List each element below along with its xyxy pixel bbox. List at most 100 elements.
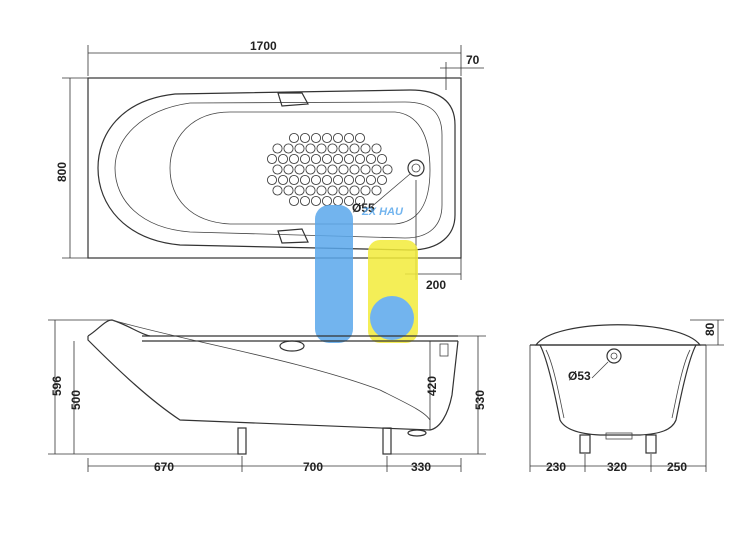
end-dim-right-label: 250 <box>667 460 687 474</box>
anti-slip-dot <box>294 143 305 154</box>
drain-outer <box>407 159 425 177</box>
anti-slip-dot <box>371 185 382 196</box>
end-rim-dome <box>534 324 702 346</box>
end-body-outline <box>539 344 697 436</box>
anti-slip-dot <box>376 174 388 186</box>
end-dim-left-label: 230 <box>546 460 566 474</box>
anti-slip-dot <box>321 153 333 165</box>
anti-slip-dot <box>349 185 360 196</box>
dim-rim-height-label: 80 <box>703 322 717 336</box>
anti-slip-dot <box>288 174 300 186</box>
anti-slip-dot <box>332 195 344 207</box>
anti-slip-dot <box>376 153 388 165</box>
tub-outer-rim <box>87 77 462 259</box>
dim-rim-offset-label: 70 <box>466 53 480 67</box>
side-leg-right <box>382 427 392 455</box>
anti-slip-dot <box>272 185 283 196</box>
side-leg-left <box>237 427 247 455</box>
anti-slip-dot <box>321 132 333 144</box>
end-leg-right <box>645 434 657 454</box>
side-view: 596 500 420 530 670 700 330 <box>48 319 487 474</box>
dim-drain-offset-label: 200 <box>426 278 446 292</box>
anti-slip-dot <box>305 143 316 154</box>
anti-slip-dot <box>277 153 289 165</box>
dim-leg-spacing-label: 700 <box>303 460 323 474</box>
anti-slip-dot <box>321 174 333 186</box>
end-body-inner-right <box>671 349 691 419</box>
anti-slip-dot <box>332 153 344 165</box>
end-view: Ø53 80 230 320 250 <box>529 319 724 474</box>
logo-text: ZX HAU <box>361 206 404 218</box>
anti-slip-dot <box>343 174 355 186</box>
anti-slip-dot <box>371 143 382 154</box>
anti-slip-dot <box>338 185 349 196</box>
anti-slip-dot <box>283 185 294 196</box>
anti-slip-dot <box>266 174 278 186</box>
side-overflow <box>279 340 305 352</box>
top-handle <box>277 92 309 107</box>
anti-slip-dot <box>343 132 355 144</box>
anti-slip-dot <box>277 174 289 186</box>
end-overflow-outer <box>606 348 622 364</box>
tub-inner-basin <box>97 89 456 251</box>
anti-slip-dot <box>283 143 294 154</box>
anti-slip-dot <box>365 153 377 165</box>
logo-blue-bar <box>315 205 353 343</box>
bottom-handle <box>277 228 309 244</box>
anti-slip-dot <box>299 132 311 144</box>
anti-slip-dot <box>327 185 338 196</box>
anti-slip-dot <box>332 132 344 144</box>
anti-slip-dot <box>321 195 333 207</box>
end-drain-fitting <box>605 432 633 440</box>
anti-slip-dot <box>272 143 283 154</box>
anti-slip-dot <box>294 164 305 175</box>
anti-slip-dot <box>310 195 322 207</box>
anti-slip-dot <box>354 153 366 165</box>
anti-slip-dot <box>338 164 349 175</box>
dim-width-label: 800 <box>55 162 69 182</box>
anti-slip-dot <box>310 174 322 186</box>
anti-slip-dot <box>294 185 305 196</box>
anti-slip-dot <box>299 153 311 165</box>
anti-slip-dot <box>360 164 371 175</box>
side-drain <box>407 429 427 437</box>
side-end-fitting <box>439 343 449 357</box>
dim-end-offset-label: 330 <box>411 460 431 474</box>
anti-slip-dot <box>305 164 316 175</box>
anti-slip-dot <box>343 153 355 165</box>
anti-slip-dot <box>327 143 338 154</box>
dim-right-height-label: 530 <box>473 390 487 410</box>
anti-slip-dot <box>360 185 371 196</box>
anti-slip-dot <box>349 164 360 175</box>
dim-total-height-label: 596 <box>50 376 64 396</box>
anti-slip-dot <box>338 143 349 154</box>
end-leg-left <box>579 434 591 454</box>
anti-slip-dot <box>310 132 322 144</box>
anti-slip-dot <box>299 195 311 207</box>
drain-inner <box>411 163 421 173</box>
drain-leader <box>369 173 411 209</box>
tub-basin-contour <box>114 101 443 239</box>
anti-slip-dot <box>343 195 355 207</box>
anti-slip-dot <box>288 195 300 207</box>
anti-slip-dot <box>382 164 393 175</box>
end-body-inner <box>545 349 565 419</box>
logo-blue-dot <box>370 296 414 340</box>
anti-slip-dot <box>332 174 344 186</box>
anti-slip-dot <box>310 153 322 165</box>
end-overflow-inner <box>610 352 618 360</box>
anti-slip-dot <box>305 185 316 196</box>
overflow-diameter-label: Ø53 <box>568 369 591 383</box>
anti-slip-dot <box>365 174 377 186</box>
anti-slip-dot <box>316 185 327 196</box>
anti-slip-dot <box>316 164 327 175</box>
anti-slip-dot <box>266 153 278 165</box>
anti-slip-dot <box>371 164 382 175</box>
dim-overflow-height-label: 420 <box>425 376 439 396</box>
anti-slip-dots <box>266 132 393 207</box>
anti-slip-dot <box>299 174 311 186</box>
dim-length-label: 1700 <box>250 39 277 53</box>
anti-slip-dot <box>288 132 300 144</box>
drain-diameter-label: Ø55 <box>352 201 375 215</box>
